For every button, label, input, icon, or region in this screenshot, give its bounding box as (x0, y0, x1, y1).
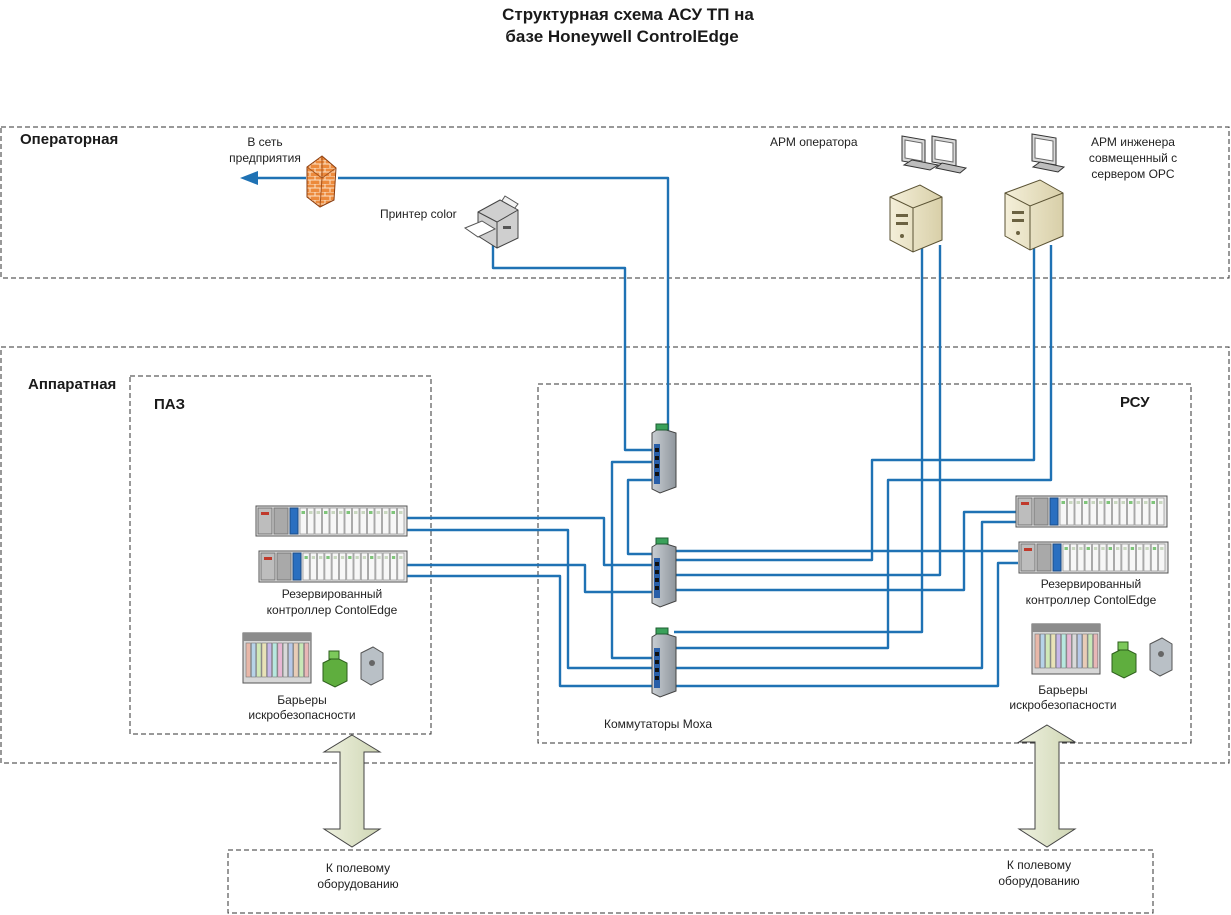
engineer-workstation-label: АРМ инженера (1091, 135, 1175, 149)
network-switch-icon (651, 627, 677, 698)
sis-field-label: К полевому (326, 861, 390, 875)
operator-workstation (889, 135, 968, 253)
network-cables (240, 171, 1053, 688)
field-equipment-zone (227, 849, 1154, 914)
printer-icon (463, 195, 519, 249)
engineer-workstation (1004, 133, 1066, 251)
server-tower-icon (889, 184, 943, 253)
double-arrow-icon (322, 734, 382, 848)
dcs-field-label-2: оборудованию (998, 874, 1079, 888)
network-switch-icon (651, 423, 677, 494)
sis-zone-label: ПАЗ (154, 396, 185, 413)
hardware-room-zone (0, 346, 1230, 764)
dcs-barriers-label: Барьеры (1038, 683, 1087, 697)
double-arrow-icon (1017, 724, 1077, 848)
plc-rack-icon (255, 505, 408, 537)
dcs-controller-label: Резервированный (1041, 577, 1142, 591)
sis-controller-label-2: контроллер ContolEdge (267, 603, 398, 617)
sis-barriers-label-2: искробезопасности (248, 708, 355, 722)
dcs-zone-label: РСУ (1120, 394, 1150, 411)
plc-rack-icon (1015, 495, 1168, 528)
plc-rack-icon (1018, 541, 1169, 574)
engineer-workstation-label-3: сервером OPC (1091, 167, 1175, 181)
sis-controller-label: Резервированный (282, 587, 383, 601)
dcs-barriers-label-2: искробезопасности (1009, 698, 1116, 712)
barrier-module-icon (242, 632, 384, 688)
server-tower-icon (1004, 179, 1064, 251)
network-switch-icon (651, 537, 677, 608)
hardware-room-label: Аппаратная (28, 376, 116, 393)
operator-workstation-label: АРМ оператора (770, 135, 858, 149)
dcs-field-label: К полевому (1007, 858, 1071, 872)
printer-label: Принтер color (380, 207, 457, 221)
dcs-zone (537, 383, 1192, 744)
barrier-module-icon (1031, 623, 1173, 679)
dcs-controller-label-2: контроллер ContolEdge (1026, 593, 1157, 607)
firewall-icon (306, 155, 337, 208)
enterprise-network-label: В сеть (247, 135, 282, 149)
operator-room-label: Операторная (20, 131, 118, 148)
engineer-workstation-label-2: совмещенный с (1089, 151, 1177, 165)
monitor-icon (931, 135, 968, 174)
diagram-title-line1: Структурная схема АСУ ТП на (502, 5, 754, 24)
plc-rack-icon (258, 550, 408, 583)
sis-field-label-2: оборудованию (317, 877, 398, 891)
monitor-icon (1031, 133, 1066, 173)
sis-barriers-label: Барьеры (277, 693, 326, 707)
enterprise-network-label-2: предприятия (229, 151, 301, 165)
operator-room-zone (0, 126, 1230, 279)
switches-label: Коммутаторы Moxa (604, 717, 712, 731)
monitor-icon (901, 135, 940, 171)
diagram-title-line2: базе Honeywell ControlEdge (505, 27, 738, 46)
sis-zone (129, 375, 432, 735)
